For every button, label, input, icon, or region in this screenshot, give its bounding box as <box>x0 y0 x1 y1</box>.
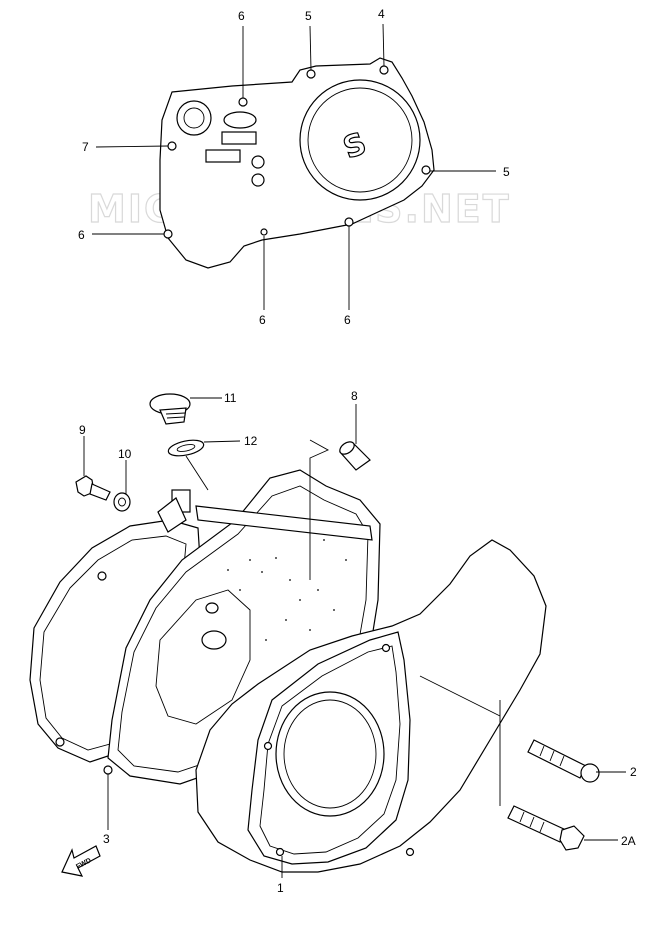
bottom-leaders <box>83 397 626 878</box>
part-2A-bolt <box>507 805 585 851</box>
part-11-plug <box>149 393 191 425</box>
callout-4: 4 <box>378 7 385 21</box>
part-12-o-ring <box>167 439 205 457</box>
callout-7: 7 <box>82 140 89 154</box>
callout-1: 1 <box>277 881 284 895</box>
fwd-arrow-icon: FWD <box>61 845 101 877</box>
outer-cover: S <box>159 57 435 269</box>
callout-5: 5 <box>305 9 312 23</box>
cover-inspection-disc <box>299 79 421 201</box>
callout-2A: 2A <box>621 834 636 848</box>
callout-5: 5 <box>503 165 510 179</box>
callout-6: 6 <box>238 9 245 23</box>
part-9-bolt <box>75 475 111 501</box>
callout-12: 12 <box>244 434 258 448</box>
callout-11: 11 <box>224 391 237 405</box>
breather-hose <box>157 489 373 541</box>
callout-6: 6 <box>78 228 85 242</box>
callout-2: 2 <box>630 765 637 779</box>
callout-9: 9 <box>79 423 86 437</box>
callout-8: 8 <box>351 389 358 403</box>
callout-6: 6 <box>259 313 266 327</box>
inner-clutch-cover <box>195 539 547 873</box>
callout-10: 10 <box>118 447 132 461</box>
callouts: 6 5 4 7 5 6 6 6 11 8 9 10 12 2 3 2A 1 <box>78 7 637 895</box>
callout-3: 3 <box>103 832 110 846</box>
callout-6: 6 <box>344 313 351 327</box>
top-leaders <box>92 23 496 310</box>
part-8-dowel <box>339 441 371 471</box>
part-2-bolt <box>527 739 600 783</box>
part-10-washer <box>113 492 131 512</box>
